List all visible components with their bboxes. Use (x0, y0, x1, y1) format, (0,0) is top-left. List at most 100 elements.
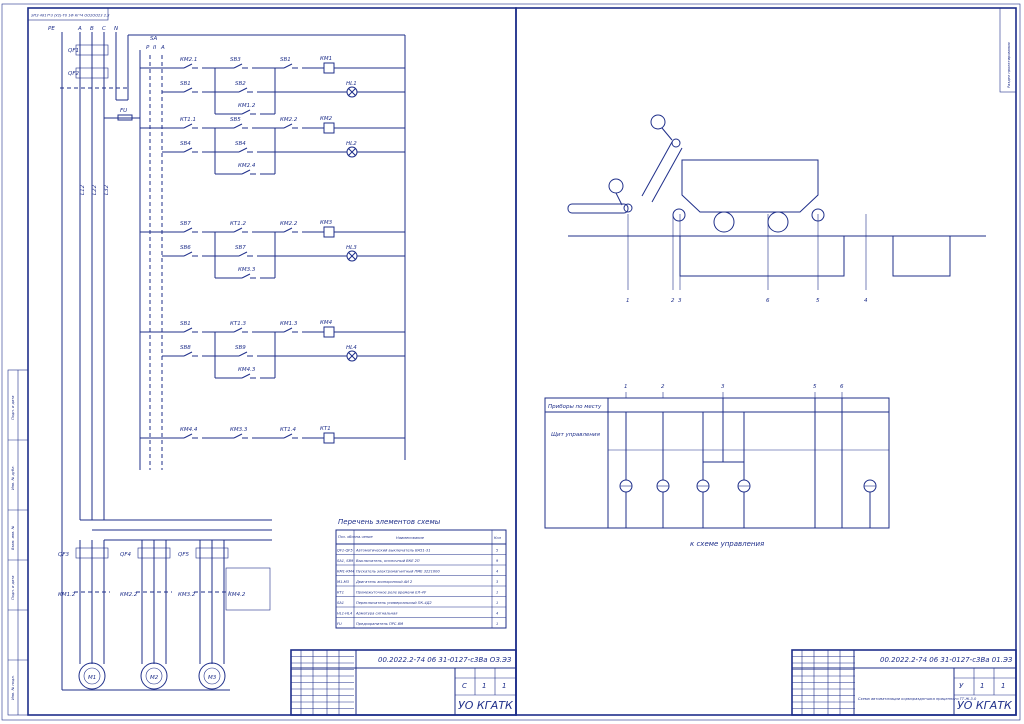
switch-pos-a: А (160, 45, 165, 51)
contact-4-2 (283, 433, 293, 439)
rung-0-branch-1: SB2 (235, 81, 246, 87)
phase-pe: PE (48, 26, 55, 32)
fuse-label: FU (120, 108, 127, 114)
branch-contact-0-0 (183, 87, 193, 93)
motor-breaker-1: QF4 (120, 552, 131, 558)
power-bus-lines: FU QF1 QF2 L12 L22 L32 (60, 32, 406, 690)
rung-2-branch-2: КМ3.3 (238, 267, 256, 273)
switch-sa-label: SA (150, 36, 157, 42)
legend-row-7-name: Предохранитель ПРС-6М (356, 622, 403, 626)
legend-row-6-qty: 4 (496, 612, 499, 616)
legend-row-1-pos: SA1, SB9 (337, 559, 354, 563)
rung-0-branch-0: SB1 (180, 81, 191, 87)
rung-2-contact-1: КТ1.2 (230, 221, 247, 227)
legend-row-7-qty: 1 (496, 622, 498, 626)
legend-header-0: Поз. обозна-чение (338, 535, 373, 539)
bus-label-l12: L12 (80, 184, 86, 195)
legend-row-2-name: Пускатель электромагнитный ПМЕ 3221000 (356, 570, 440, 574)
title-block-2-title: Схема автоматизации кормораздатчика приц… (858, 697, 977, 701)
branch-contact-2-0 (183, 251, 193, 257)
top-stamp-text: ЭПЗ 4817*3 (У2)-Т0 1Ф Кг*4 ОО2ОО23 2.З (30, 14, 110, 18)
upper-item-0: 1 (624, 384, 628, 390)
rung-0-contact-1: SB3 (230, 57, 241, 63)
lamp-1 (346, 146, 358, 158)
rung-2-contact-2: КМ2.2 (280, 221, 298, 227)
breaker-qf1-label: QF1 (68, 48, 79, 54)
branch-contact-3-0 (183, 351, 193, 357)
row-local-instruments: Приборы по месту (548, 404, 602, 410)
bus-label-l22: L22 (92, 184, 98, 195)
instrumentation-table: Приборы по месту Щит управления к схеме … (544, 397, 890, 548)
legend-header-1: Наименование (396, 536, 425, 540)
contact-1-2 (283, 123, 293, 129)
motor-1 (140, 662, 168, 690)
branch-contact-2-2 (241, 273, 251, 279)
contact-2-2 (283, 227, 293, 233)
title-block-1-code: 00.2022.2-74 06 31-0127-с3Ва ОЗ.ЭЗ (378, 656, 512, 664)
contact-3-0 (183, 327, 193, 333)
contact-0-2 (283, 63, 293, 69)
motor-contactor-0: КМ1.2 (58, 592, 76, 598)
motor-contactor-1: КМ2.2 (120, 592, 138, 598)
side-label-1: Инв. № дубл. (11, 465, 15, 490)
branch-contact-1-1 (238, 147, 248, 153)
rung-1-branch-1: SB4 (235, 141, 246, 147)
phase-c: C (102, 26, 106, 32)
legend-row-2-pos: КМ1-КМ4 (337, 570, 355, 574)
legend-header-2: Кол (494, 536, 502, 540)
rung-3-contact-2: КМ1.3 (280, 321, 298, 327)
contact-2-0 (183, 227, 193, 233)
rung-3-coil: КМ4 (320, 320, 333, 326)
coil-0 (323, 62, 335, 74)
item-number-3: 6 (766, 298, 770, 304)
row-control-panel: Щит управления (551, 432, 601, 438)
title-block-1-org: УО КГАТК (458, 699, 514, 712)
legend-row-4-pos: КТ1 (337, 591, 344, 595)
legend-row-4-qty: 1 (496, 591, 498, 595)
phase-n: N (114, 26, 118, 32)
legend-row-4-name: Промежуточное реле времени ЕЛ-4У (356, 591, 427, 595)
motor-2 (198, 662, 226, 690)
rung-2-lamp: HL3 (346, 245, 357, 251)
branch-contact-0-2 (241, 109, 251, 115)
coil-4 (323, 432, 335, 444)
rung-0-lamp: HL1 (346, 81, 357, 87)
rung-4-coil: КТ1 (320, 426, 331, 432)
rung-4-contact-1: КМ3.3 (230, 427, 248, 433)
switch-pos-ii: II (153, 45, 157, 51)
rung-1-contact-2: КМ2.2 (280, 117, 298, 123)
motor-contactor-3: КМ4.2 (228, 592, 246, 598)
item-number-4: 5 (816, 298, 820, 304)
branch-contact-0-1 (238, 87, 248, 93)
rung-4-contact-0: КМ4.4 (180, 427, 198, 433)
title-block-2-code: 00.2022.2-74 06 31-0127-с3Ва 01.ЭЗ (880, 656, 1013, 664)
rung-3-branch-0: SB8 (180, 345, 191, 351)
title-block-2-org: УО КГАТК (957, 699, 1013, 712)
legend-row-0-name: Автоматический выключатель ВА51-31 (355, 549, 431, 553)
item-number-2: 3 (678, 298, 682, 304)
side-label-0: Подп. и дата (11, 396, 15, 420)
motor-circuit (62, 519, 272, 691)
rung-0-contact-2: SB1 (280, 57, 291, 63)
coil-2 (323, 226, 335, 238)
rung-4-contact-2: КТ1.4 (280, 427, 297, 433)
contact-4-0 (183, 433, 193, 439)
legend-row-6-name: Арматура сигнальная (355, 612, 398, 616)
upper-item-2: 3 (721, 384, 725, 390)
legend-row-1-name: Выключатель, кнопочный ВКЕ 2П (356, 559, 420, 563)
rung-0-coil: КМ1 (320, 56, 332, 62)
title-block-2-sheets: 1 (1001, 682, 1005, 690)
switch-pos-r: Р (146, 45, 150, 51)
bottom-note: к схеме управления (690, 540, 764, 548)
motor-breaker-0: QF3 (58, 552, 69, 558)
legend-row-5-pos: SA1 (337, 601, 344, 605)
side-label-4: Инв. № подл. (11, 675, 15, 700)
top-right-stamp: Раздел проектирования (999, 7, 1017, 93)
motor-label-1: M2 (150, 675, 159, 681)
legend-row-3-name: Двигатель асинхронный АИ 2 (355, 580, 413, 584)
outer-border (1, 3, 1021, 721)
branch-contact-3-2 (241, 373, 251, 379)
motor-label-2: M3 (208, 675, 217, 681)
motor-label-0: M1 (88, 675, 96, 681)
